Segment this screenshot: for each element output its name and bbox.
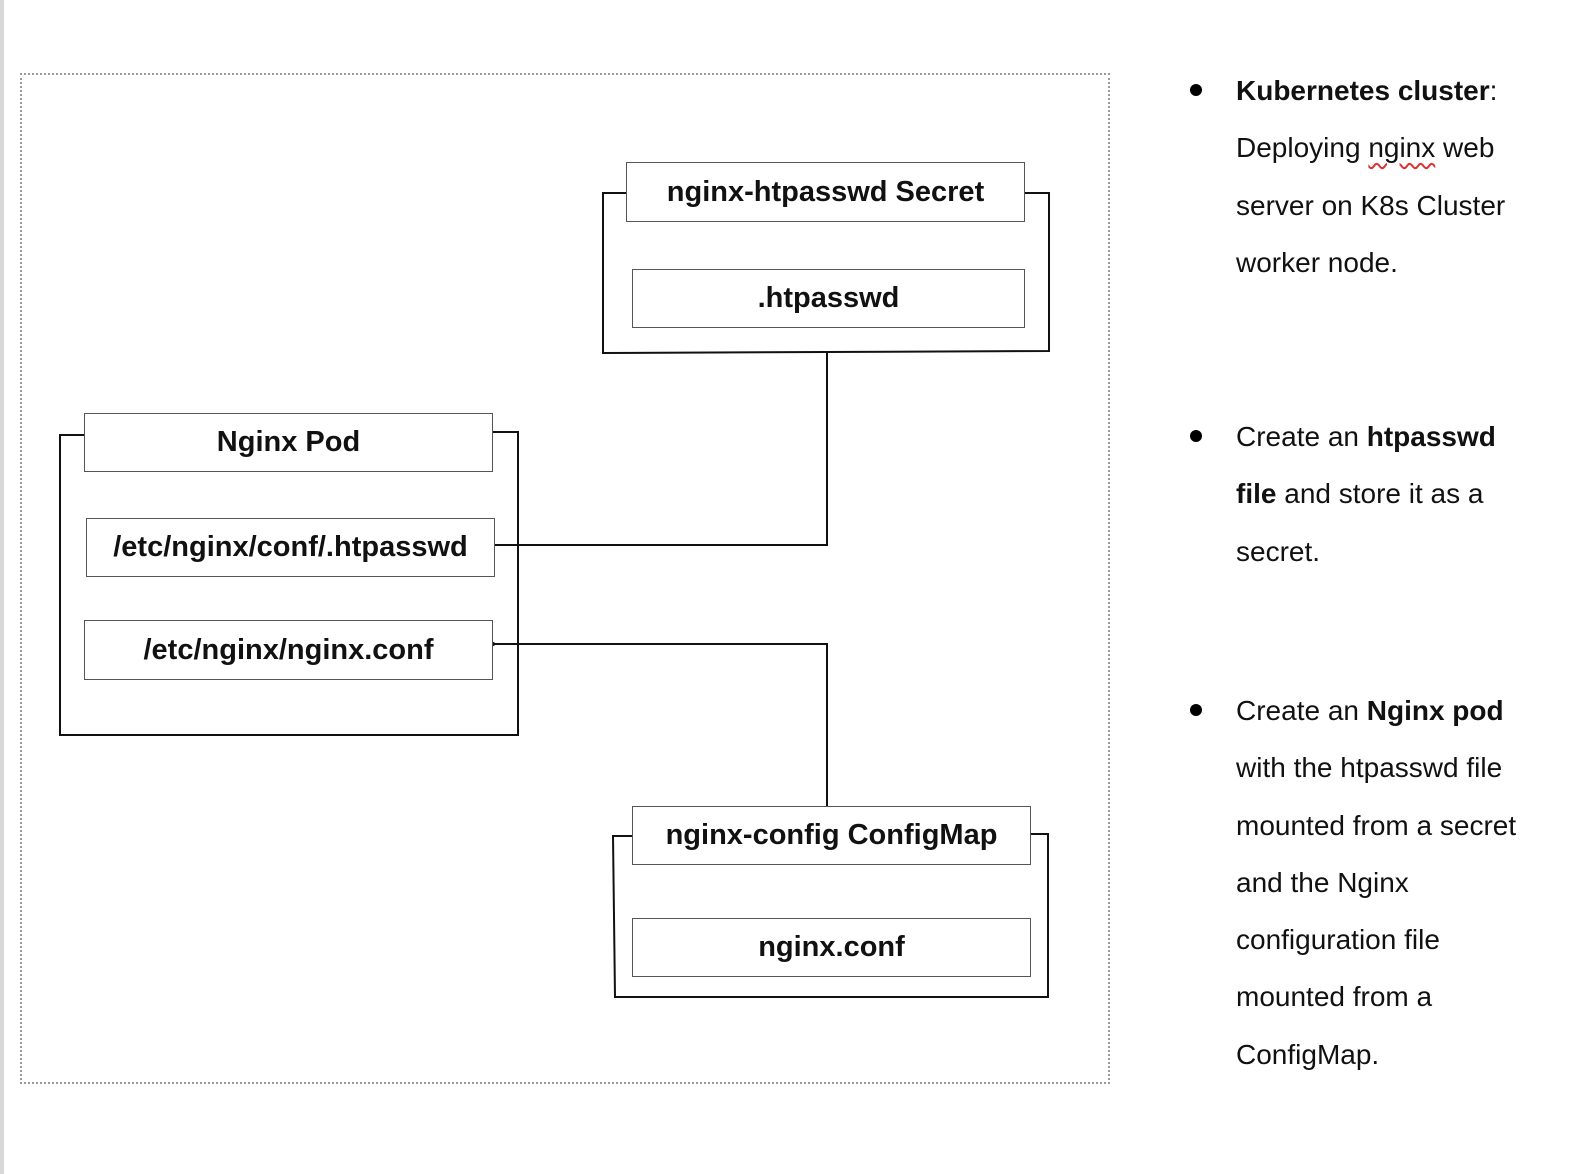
secret-item-box: .htpasswd	[632, 269, 1025, 328]
note-cluster-spellcheck-word: nginx	[1368, 132, 1436, 164]
note-htpasswd-bold-file: file	[1236, 478, 1277, 510]
configmap-item-box: nginx.conf	[632, 918, 1031, 977]
configmap-to-pod-connector	[495, 644, 828, 806]
pod-conf-mount-box: /etc/nginx/nginx.conf	[84, 620, 493, 680]
pod-title-label: Nginx Pod	[216, 426, 361, 458]
note-cluster-heading: Kubernetes cluster	[1236, 75, 1490, 106]
note-pod-bold: Nginx pod	[1366, 695, 1504, 726]
configmap-item-label: nginx.conf	[758, 931, 905, 963]
configmap-container-outline	[611, 833, 1049, 998]
note-text-pod: Create an Nginx pod with the htpasswd fi…	[1236, 682, 1536, 1083]
bullet-dot-icon	[1190, 84, 1202, 96]
note-pod-suffix: with the htpasswd file mounted from a se…	[1236, 752, 1517, 1070]
secret-title-box: nginx-htpasswd Secret	[626, 162, 1025, 222]
secret-title-label: nginx-htpasswd Secret	[666, 175, 985, 208]
note-cluster-colon: :	[1489, 75, 1498, 106]
note-htpasswd-prefix: Create an	[1236, 421, 1367, 452]
note-cluster-text-before: Deploying	[1236, 132, 1369, 164]
page-left-edge	[0, 0, 4, 1174]
secret-container-outline	[602, 192, 1050, 355]
note-cluster-text-after: web server on K8s Cluster worker node.	[1236, 132, 1506, 278]
pod-title-box: Nginx Pod	[84, 413, 493, 472]
configmap-title-box: nginx-config ConfigMap	[632, 806, 1031, 865]
note-pod-prefix: Create an	[1236, 695, 1367, 726]
note-htpasswd-suffix: and store it as a secret.	[1236, 478, 1484, 567]
note-text-cluster: Kubernetes cluster: Deploying nginx web s…	[1236, 62, 1566, 291]
secret-item-label: .htpasswd	[757, 282, 900, 314]
note-text-htpasswd: Create an htpasswd file and store it as a…	[1236, 408, 1566, 580]
secret-to-pod-connector	[495, 353, 828, 545]
note-htpasswd-bold: htpasswd	[1366, 421, 1496, 452]
pod-htpasswd-mount-box: /etc/nginx/conf/.htpasswd	[86, 518, 495, 577]
diagram-canvas	[20, 73, 1110, 1084]
bullet-dot-icon	[1190, 430, 1202, 442]
bullet-dot-icon	[1190, 704, 1202, 716]
pod-container-outline	[59, 431, 519, 736]
pod-conf-mount-label: /etc/nginx/nginx.conf	[143, 633, 434, 666]
pod-htpasswd-mount-label: /etc/nginx/conf/.htpasswd	[113, 531, 468, 563]
configmap-title-label: nginx-config ConfigMap	[665, 819, 998, 851]
